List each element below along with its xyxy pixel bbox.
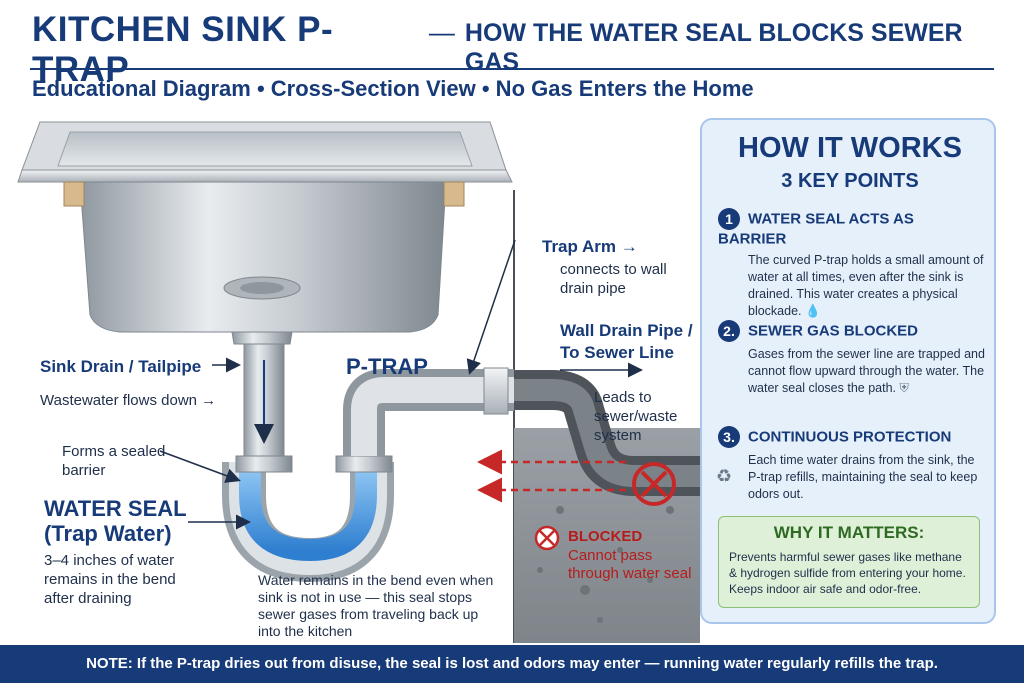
blocked-label: BLOCKED — [568, 528, 643, 545]
key-point-2: 2. SEWER GAS BLOCKED Gases from the sewer… — [718, 320, 986, 397]
title-subtitle: HOW THE WATER SEAL BLOCKS SEWER GAS — [464, 19, 963, 76]
sink-basin — [17, 121, 513, 345]
key-point-3: 3. CONTINUOUS PROTECTION Each time water … — [718, 426, 986, 503]
wall-drain-pipe — [514, 370, 700, 496]
title-dash: — — [428, 17, 455, 47]
sewer-gas-arrows — [477, 449, 626, 503]
bend-desc: Water remains in the bend even when sink… — [258, 572, 494, 639]
water-seal-desc: 3–4 inches of water remains in the bend … — [44, 552, 176, 607]
slip-nut-right — [335, 455, 393, 473]
ptrap-label: P-TRAP — [346, 354, 428, 379]
water-seal-fill — [239, 472, 377, 562]
leads-to-label: Leads to sewer/waste system — [594, 389, 678, 444]
sealed-barrier-label: Forms a sealed barrier — [62, 443, 166, 479]
wastewater-label: Wastewater flows down → — [40, 392, 217, 409]
wall-drain-label: Wall Drain Pipe / To Sewer Line — [560, 321, 693, 362]
trap-arm-desc: connects to wall drain pipe — [560, 261, 667, 297]
header-divider — [30, 68, 994, 70]
point-heading: CONTINUOUS PROTECTION — [748, 428, 952, 446]
point-number: 2. — [718, 320, 740, 342]
why-title: WHY IT MATTERS: — [773, 523, 925, 542]
why-body: Prevents harmful sewer gases like methan… — [729, 550, 966, 596]
page-subtitle: Educational Diagram • Cross-Section View… — [32, 76, 754, 101]
ptrap-diagram — [17, 121, 700, 643]
sink-drain-label: Sink Drain / Tailpipe — [40, 357, 202, 376]
point-heading: SEWER GAS BLOCKED — [748, 322, 919, 340]
panel-title: HOW IT WORKS — [738, 132, 962, 164]
water-seal-label: WATER SEAL (Trap Water) — [44, 496, 187, 546]
leader-lines — [159, 239, 643, 530]
point-body: The curved P-trap holds a small amount o… — [748, 253, 984, 318]
page-title: KITCHEN SINK P-TRAP — HOW THE WATER SEAL… — [32, 10, 1002, 89]
ptrap-bend — [222, 455, 394, 583]
blocked-icon — [632, 462, 676, 506]
water-drop-icon: 💧 — [805, 304, 821, 318]
trap-arm-label: Trap Arm → — [542, 237, 638, 256]
trap-arm-pipe — [343, 367, 514, 456]
point-number: 3. — [718, 426, 740, 448]
point-body: Each time water drains from the sink, th… — [748, 453, 978, 501]
slip-nut-left — [235, 455, 293, 473]
shield-icon: ⛨ — [899, 381, 909, 395]
blocked-label-icon — [534, 525, 560, 551]
point-body: Gases from the sewer line are trapped an… — [748, 347, 985, 395]
point-heading: WATER SEAL ACTS AS BARRIER — [718, 210, 914, 248]
why-it-matters-box: WHY IT MATTERS: Prevents harmful sewer g… — [718, 516, 980, 608]
tailpipe — [243, 343, 285, 463]
note-bar: NOTE: If the P-trap dries out from disus… — [0, 645, 1024, 683]
recycle-icon: ♻ — [716, 466, 733, 486]
point-number: 1 — [718, 208, 740, 230]
panel-subtitle: 3 KEY POINTS — [781, 170, 919, 192]
blocked-desc: Cannot pass through water seal — [568, 547, 692, 582]
